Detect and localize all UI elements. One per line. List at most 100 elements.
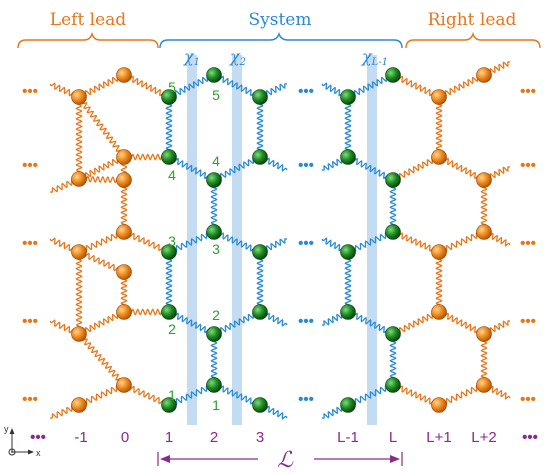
bond-spring: [165, 96, 173, 158]
bond-spring: [123, 231, 170, 253]
lead-atom: [431, 244, 447, 260]
ellipsis-mid: •••: [298, 313, 314, 330]
bond-spring: [438, 156, 485, 181]
bond-spring: [480, 333, 488, 386]
lead-atom: [431, 304, 447, 320]
column-label: 1: [165, 429, 173, 446]
bond-spring: [392, 74, 440, 98]
bottom-ellipsis-right: •••: [522, 429, 538, 446]
system-atom: [206, 377, 222, 393]
ellipsis-left: •••: [22, 313, 38, 330]
bond-spring: [392, 156, 440, 181]
system-atom: [161, 304, 177, 320]
bond-spring: [438, 384, 485, 406]
bond-spring: [78, 74, 125, 98]
site-numbers-col1: 5 4 3 2 1: [168, 79, 176, 403]
site-number: 3: [212, 241, 220, 257]
bond-spring: [168, 156, 215, 181]
length-arrow-right-head: [390, 455, 400, 463]
ellipsis-left: •••: [22, 235, 38, 252]
ellipsis-mid: •••: [298, 157, 314, 174]
lead-atom: [71, 326, 87, 342]
lead-atom: [476, 67, 492, 83]
system-atom: [340, 149, 356, 165]
system-atom: [206, 67, 222, 83]
bond-spring: [168, 74, 215, 98]
bond-spring: [75, 251, 83, 335]
system-atom: [385, 67, 401, 83]
system-atom: [385, 172, 401, 188]
bond-spring: [78, 96, 125, 158]
bottom-ellipsis-left: •••: [30, 429, 46, 446]
ellipsis-right: •••: [520, 83, 536, 100]
lead-atom: [116, 67, 132, 83]
column-label: L: [389, 429, 397, 446]
system-brace: [159, 31, 403, 49]
system-atom: [161, 244, 177, 260]
lead-atom: [116, 264, 132, 280]
length-symbol: ℒ: [277, 448, 294, 473]
system-atom: [252, 397, 268, 413]
bond-spring: [347, 384, 394, 406]
bond-spring: [78, 231, 125, 253]
bond-spring: [78, 333, 125, 386]
system-atom: [340, 89, 356, 105]
chi-1-label: χ1: [183, 47, 200, 68]
axis-y-label: y: [4, 424, 9, 434]
bond-spring: [347, 74, 394, 98]
lead-atom: [116, 172, 132, 188]
site-number: 5: [212, 87, 220, 103]
bond-spring: [123, 384, 170, 406]
bond-spring: [168, 311, 215, 335]
length-arrow-left-head: [160, 455, 170, 463]
system-atom: [206, 172, 222, 188]
system-atom: [206, 224, 222, 240]
site-number: 1: [212, 397, 220, 413]
column-label: -1: [74, 429, 87, 446]
system-atom: [252, 244, 268, 260]
axis-x-label: x: [36, 448, 41, 458]
ellipsis-mid: •••: [298, 235, 314, 252]
bond-spring: [78, 251, 125, 273]
bond-spring: [435, 96, 443, 158]
system-atom: [252, 149, 268, 165]
lead-atom: [116, 377, 132, 393]
site-number: 3: [168, 233, 176, 249]
system-atom: [161, 397, 177, 413]
ellipsis-right: •••: [520, 313, 536, 330]
lead-atom: [116, 149, 132, 165]
bond-spring: [344, 251, 352, 313]
lead-atom: [71, 171, 87, 187]
bond-spring: [347, 231, 394, 253]
bond-spring: [78, 311, 125, 335]
site-number: 2: [212, 307, 220, 323]
lead-atom: [476, 377, 492, 393]
bond-spring: [389, 333, 397, 386]
lead-atom: [476, 326, 492, 342]
bond-spring: [78, 384, 125, 406]
lead-atom: [71, 244, 87, 260]
bond-spring: [78, 156, 125, 180]
system-atom: [385, 326, 401, 342]
lead-atom: [116, 224, 132, 240]
axes-icon: [8, 428, 34, 456]
lead-atom: [431, 397, 447, 413]
bond-spring: [344, 96, 352, 158]
lead-atom: [431, 149, 447, 165]
column-labels: ••• -1 0 1 2 3 L-1 L L+1 L+2 •••: [30, 429, 538, 446]
column-label: L+2: [471, 429, 496, 446]
site-number: 4: [168, 167, 176, 183]
lead-atom: [476, 172, 492, 188]
bond-spring: [392, 311, 440, 335]
ellipsis-left: •••: [22, 157, 38, 174]
system-atom: [340, 397, 356, 413]
lead-atom: [476, 224, 492, 240]
ellipsis-mid: •••: [298, 391, 314, 408]
ellipsis-right: •••: [520, 235, 536, 252]
lead-atom: [71, 397, 87, 413]
system-atom: [385, 224, 401, 240]
bond-spring: [168, 231, 215, 253]
bond-spring: [213, 384, 261, 406]
bond-spring: [213, 156, 261, 181]
system-atom: [340, 244, 356, 260]
